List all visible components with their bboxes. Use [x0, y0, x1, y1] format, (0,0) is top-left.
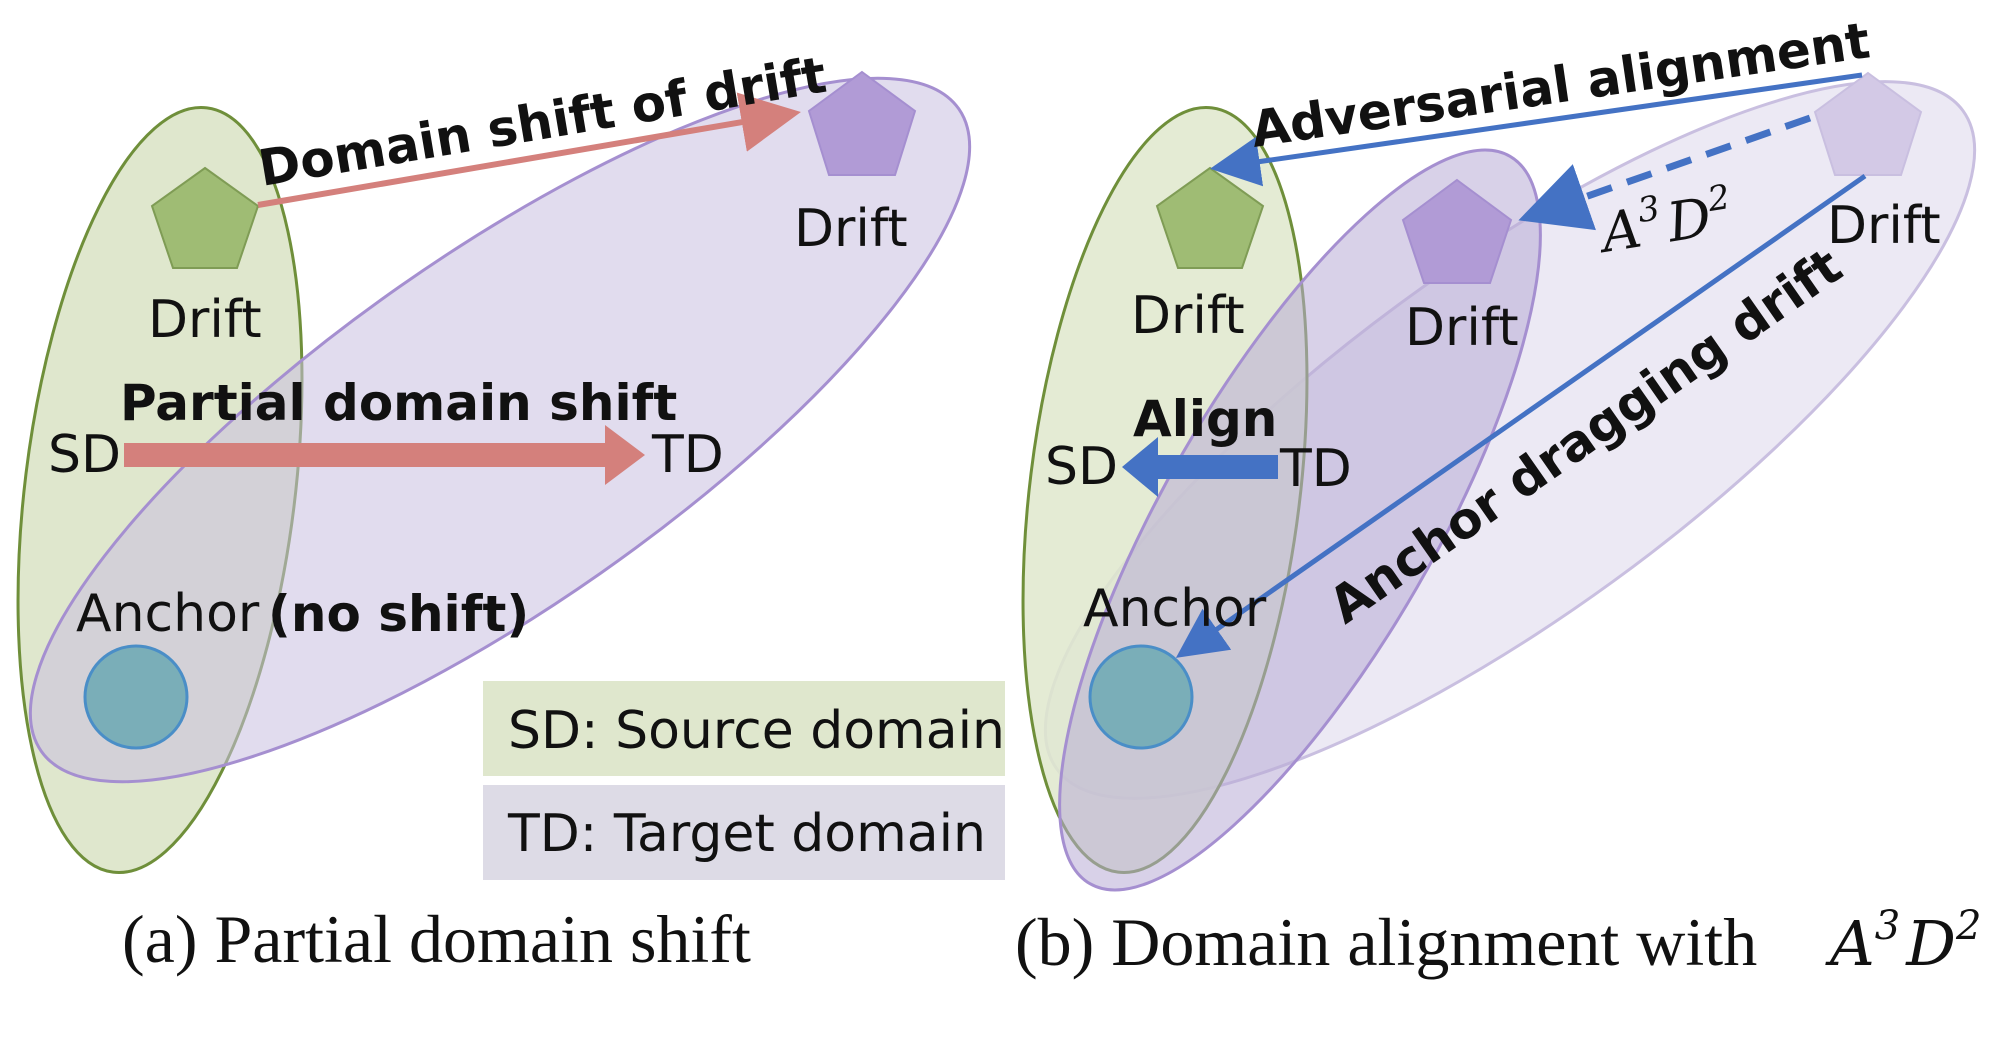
- td-label: TD: [1279, 439, 1352, 499]
- caption-b: (b) Domain alignment with A3D2: [1015, 903, 1981, 980]
- anchor-label: Anchor: [1083, 579, 1267, 639]
- partial-domain-shift-label: Partial domain shift: [120, 374, 677, 432]
- caption-b-method: A3D2: [1825, 903, 1981, 980]
- aligned-drift-label: Drift: [1405, 298, 1519, 358]
- panel-a: Drift Drift Domain shift of drift Partia…: [16, 46, 972, 874]
- source-drift-label: Drift: [1131, 286, 1245, 346]
- target-drift-pentagon: [1813, 71, 1923, 176]
- caption-a: (a) Partial domain shift: [122, 901, 751, 977]
- td-label: TD: [651, 425, 724, 485]
- target-drift-label: Drift: [794, 199, 908, 259]
- source-drift-label: Drift: [148, 290, 262, 350]
- anchor-circle: [1088, 644, 1194, 750]
- legend-source-swatch: [483, 681, 1005, 776]
- legend-source-label: SD: Source domain: [508, 701, 1005, 761]
- partial-shift-arrow: [124, 425, 645, 485]
- sd-label: SD: [48, 425, 121, 485]
- target-domain-region: [28, 76, 972, 784]
- source-drift-pentagon: [1155, 166, 1265, 269]
- method-dashed-arrow: [1518, 114, 1812, 231]
- adversarial-alignment-arrow: [1210, 72, 1863, 187]
- target-drift-pentagon: [807, 70, 917, 176]
- anchor-dragging-drift-arrow: [1175, 173, 1867, 658]
- domain-shift-of-drift-arrow: [257, 92, 801, 208]
- legend-target-swatch: [483, 785, 1005, 880]
- panel-b: Drift Drift Drift Adversarial alignment …: [1021, 11, 1977, 892]
- source-drift-pentagon: [150, 166, 260, 269]
- target-drift-label: Drift: [1827, 196, 1941, 256]
- anchor-label: Anchor: [76, 584, 260, 644]
- align-arrow: [1122, 437, 1278, 497]
- align-label: Align: [1133, 390, 1277, 448]
- aligned-drift-pentagon: [1401, 178, 1513, 284]
- sd-label: SD: [1045, 437, 1118, 497]
- no-shift-label: (no shift): [268, 585, 529, 643]
- legend: SD: Source domain TD: Target domain: [483, 681, 1005, 880]
- method-label: A3D2: [1591, 177, 1737, 266]
- caption-b-text: (b) Domain alignment with: [1015, 904, 1757, 980]
- anchor-circle: [83, 644, 189, 750]
- legend-target-label: TD: Target domain: [507, 804, 986, 864]
